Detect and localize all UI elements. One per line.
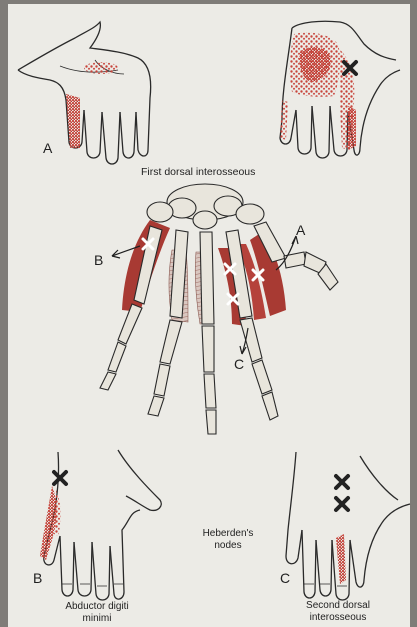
hand-bottom-left	[44, 450, 162, 600]
pain-pattern-index-finger	[348, 106, 356, 150]
label-b-central: B	[94, 252, 103, 268]
caption-abductor-digiti-minimi: Abductor digiti minimi	[42, 601, 152, 625]
caption-second-dorsal-interosseous: Second dorsal interosseous	[288, 600, 388, 624]
pain-pattern-little-side	[280, 100, 288, 140]
label-c-central: C	[234, 356, 244, 372]
label-b-bottom-left: B	[33, 570, 42, 586]
trigger-points-bottom-right	[336, 476, 348, 510]
label-a-top-left: A	[43, 140, 52, 156]
pain-pattern-bottom-left	[40, 486, 57, 560]
pain-pattern-little-finger	[66, 94, 80, 148]
pain-pattern-palm	[84, 62, 118, 74]
trigger-point-x-bottom-left	[54, 472, 66, 484]
label-c-bottom-right: C	[280, 570, 290, 586]
caption-heberden-nodes: Heberden's nodes	[188, 528, 268, 552]
hand-palm-view-top-left	[18, 22, 151, 164]
pain-pattern-bottom-right	[336, 534, 346, 584]
label-a-central: A	[296, 222, 305, 238]
figure-title: First dorsal interosseous	[141, 166, 255, 178]
